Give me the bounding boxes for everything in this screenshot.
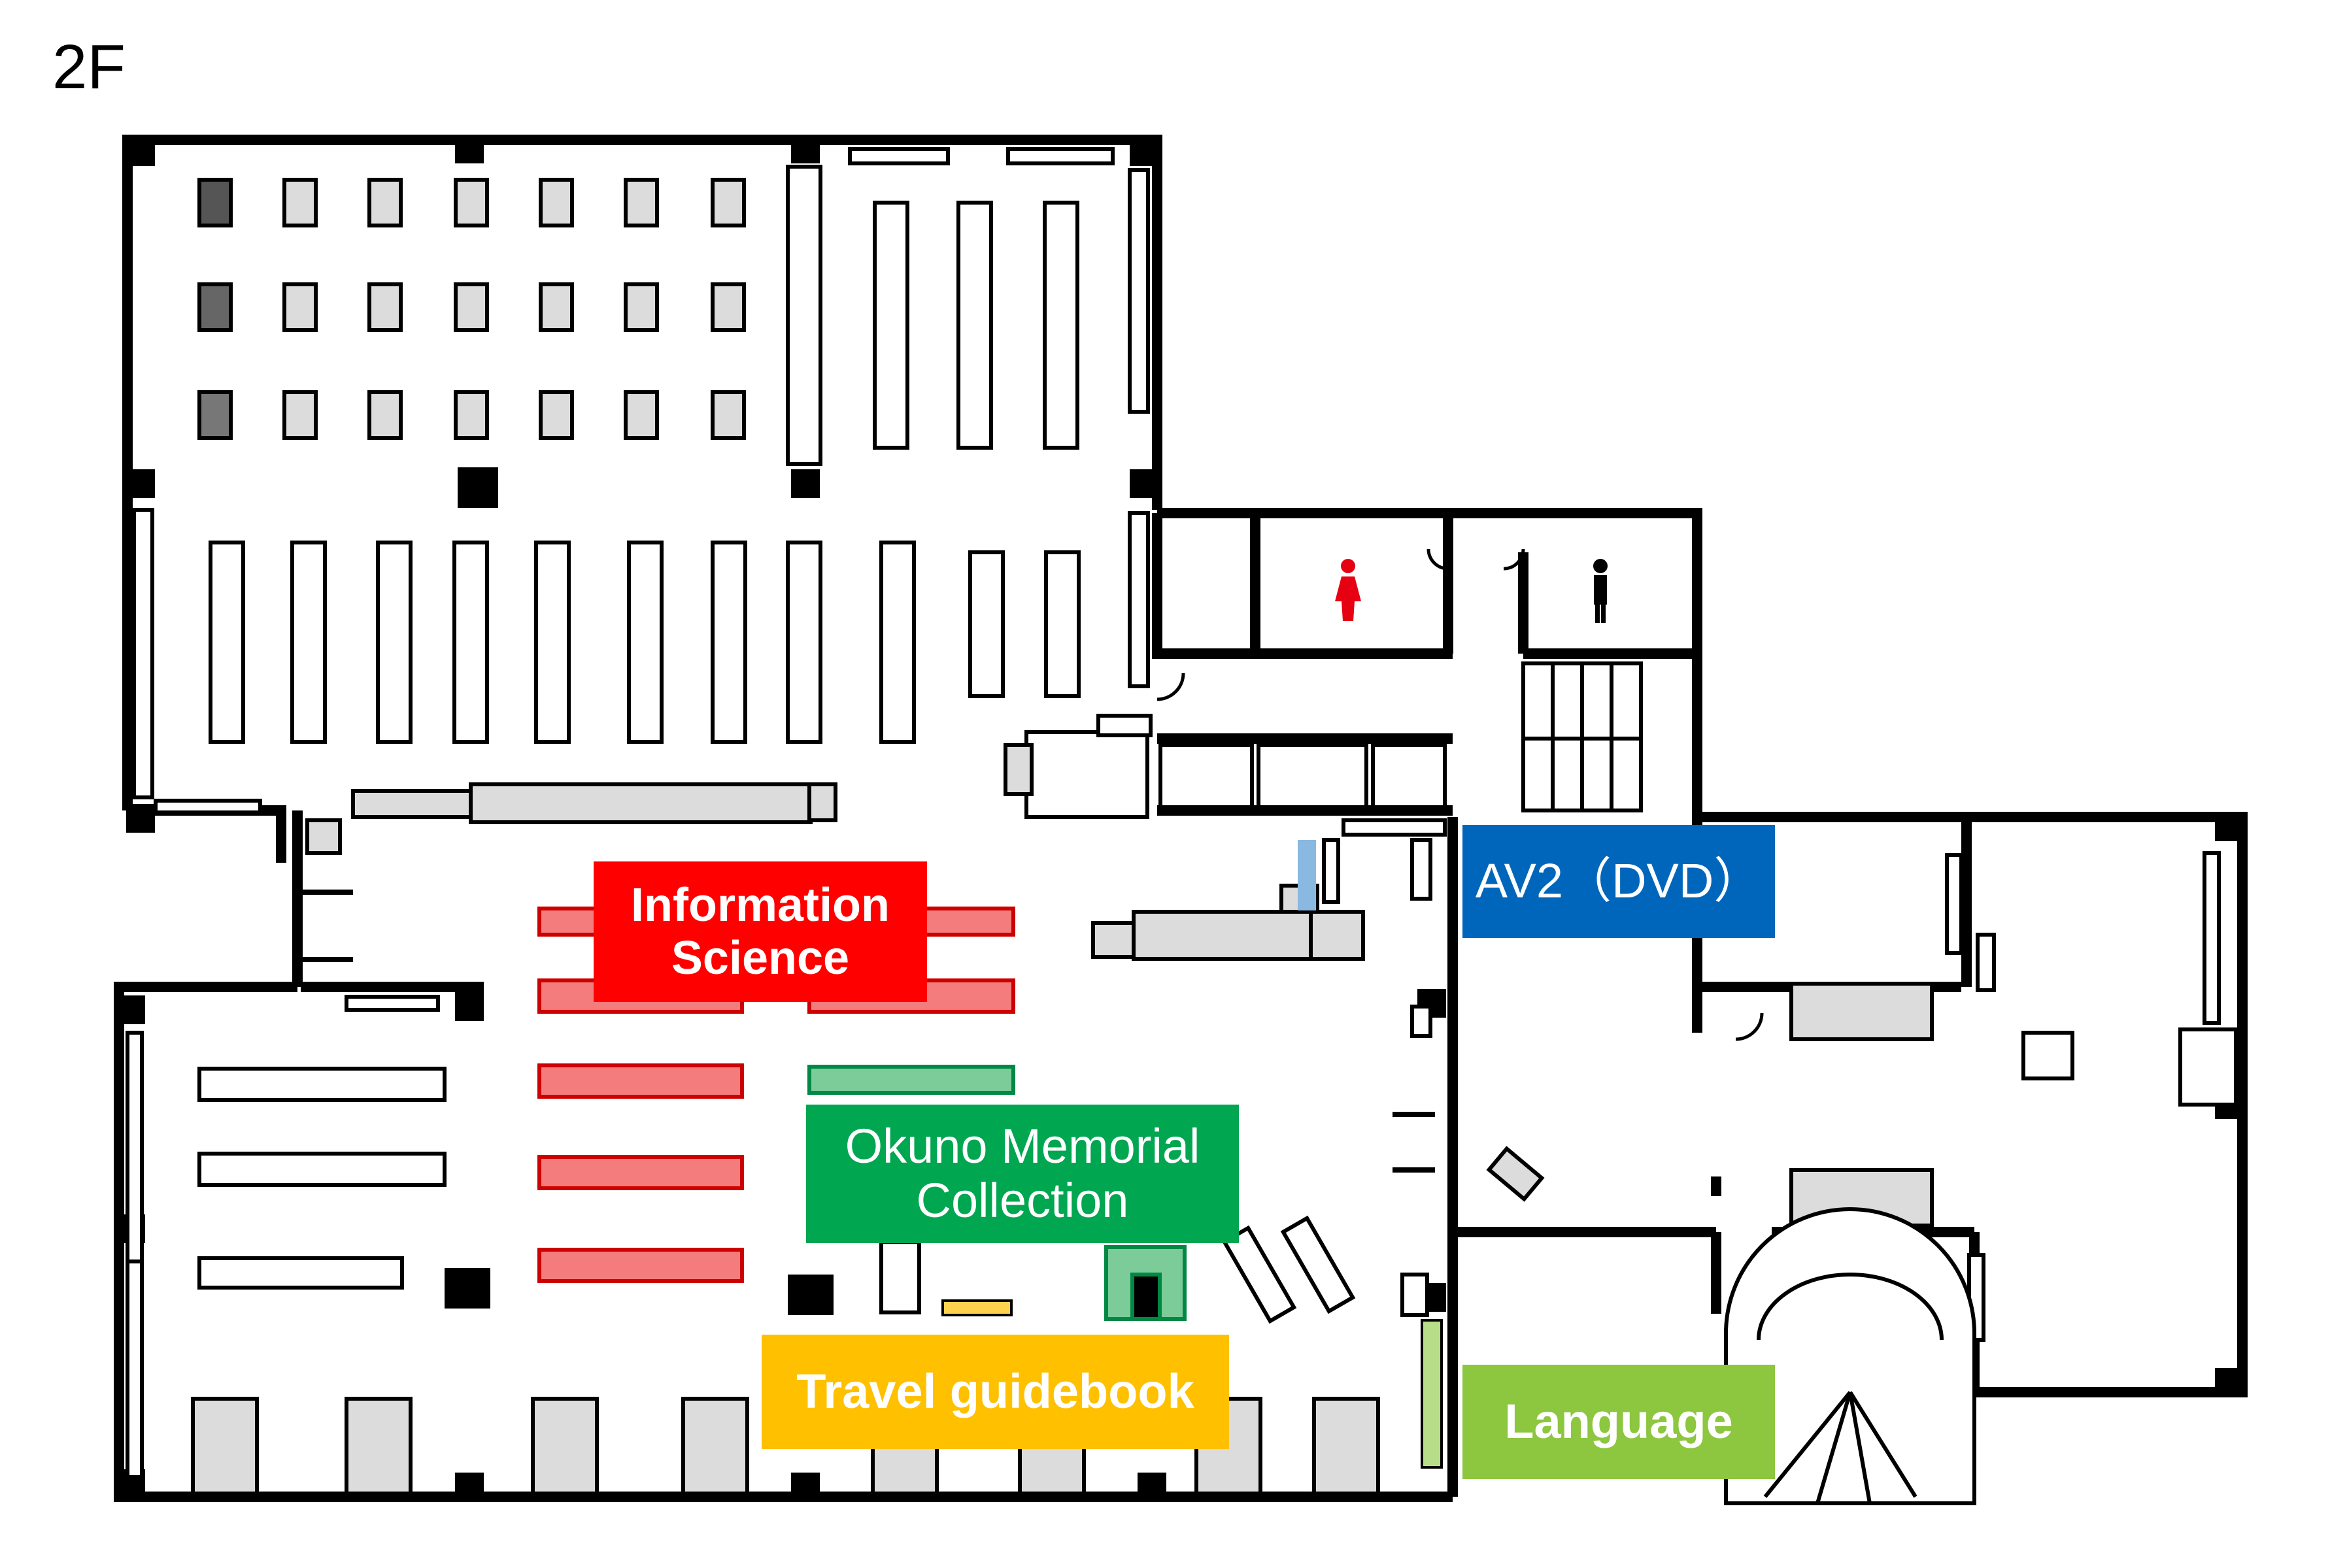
okuno-memorial-shelves [807,1065,1187,1321]
women-restroom-icon [1335,559,1361,621]
language-label: Language [1462,1365,1775,1479]
doors [1157,548,1764,1041]
study-tables [197,178,746,440]
travel-guidebook-shelf [941,1299,1013,1316]
structural-columns [116,135,2244,1501]
okuno-memorial-collection-label: Okuno Memorial Collection [806,1105,1239,1243]
bookshelves [126,147,1150,1479]
av2-dvd-label: AV2（DVD） [1462,825,1775,938]
language-shelf [1421,1319,1443,1469]
stairs [1521,661,1643,812]
east-wing-furniture [1486,851,2238,1342]
travel-guidebook-label: Travel guidebook [762,1335,1229,1449]
floor-label: 2F [52,32,126,102]
entry-gates [297,890,1435,1173]
tilted-shelves [1221,1215,1356,1324]
information-science-label: Information Science [594,861,927,1002]
men-restroom-icon [1593,559,1608,623]
spiral-staircase [1724,1207,1976,1505]
av-marker [1298,840,1316,910]
